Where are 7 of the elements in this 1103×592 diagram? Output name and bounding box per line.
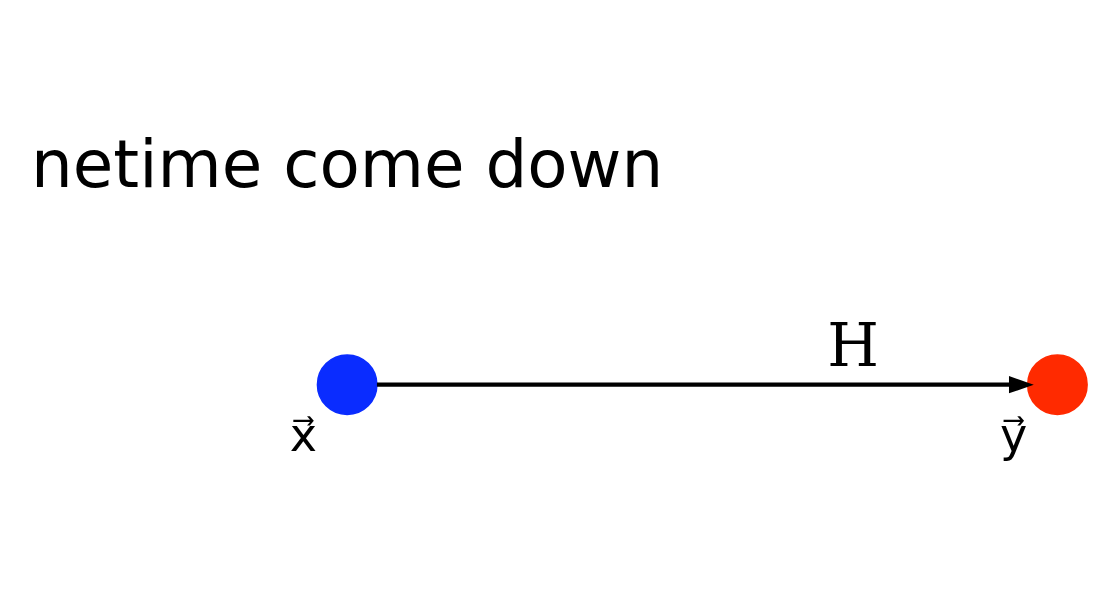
label: netime come down — [31, 125, 664, 203]
node-label: y⃗ — [1000, 407, 1028, 462]
node-circle — [316, 353, 378, 415]
arrow — [376, 375, 1034, 393]
node-label: x⃗ — [289, 407, 318, 462]
node-circle — [1026, 353, 1088, 415]
edge-label: H — [827, 310, 879, 380]
